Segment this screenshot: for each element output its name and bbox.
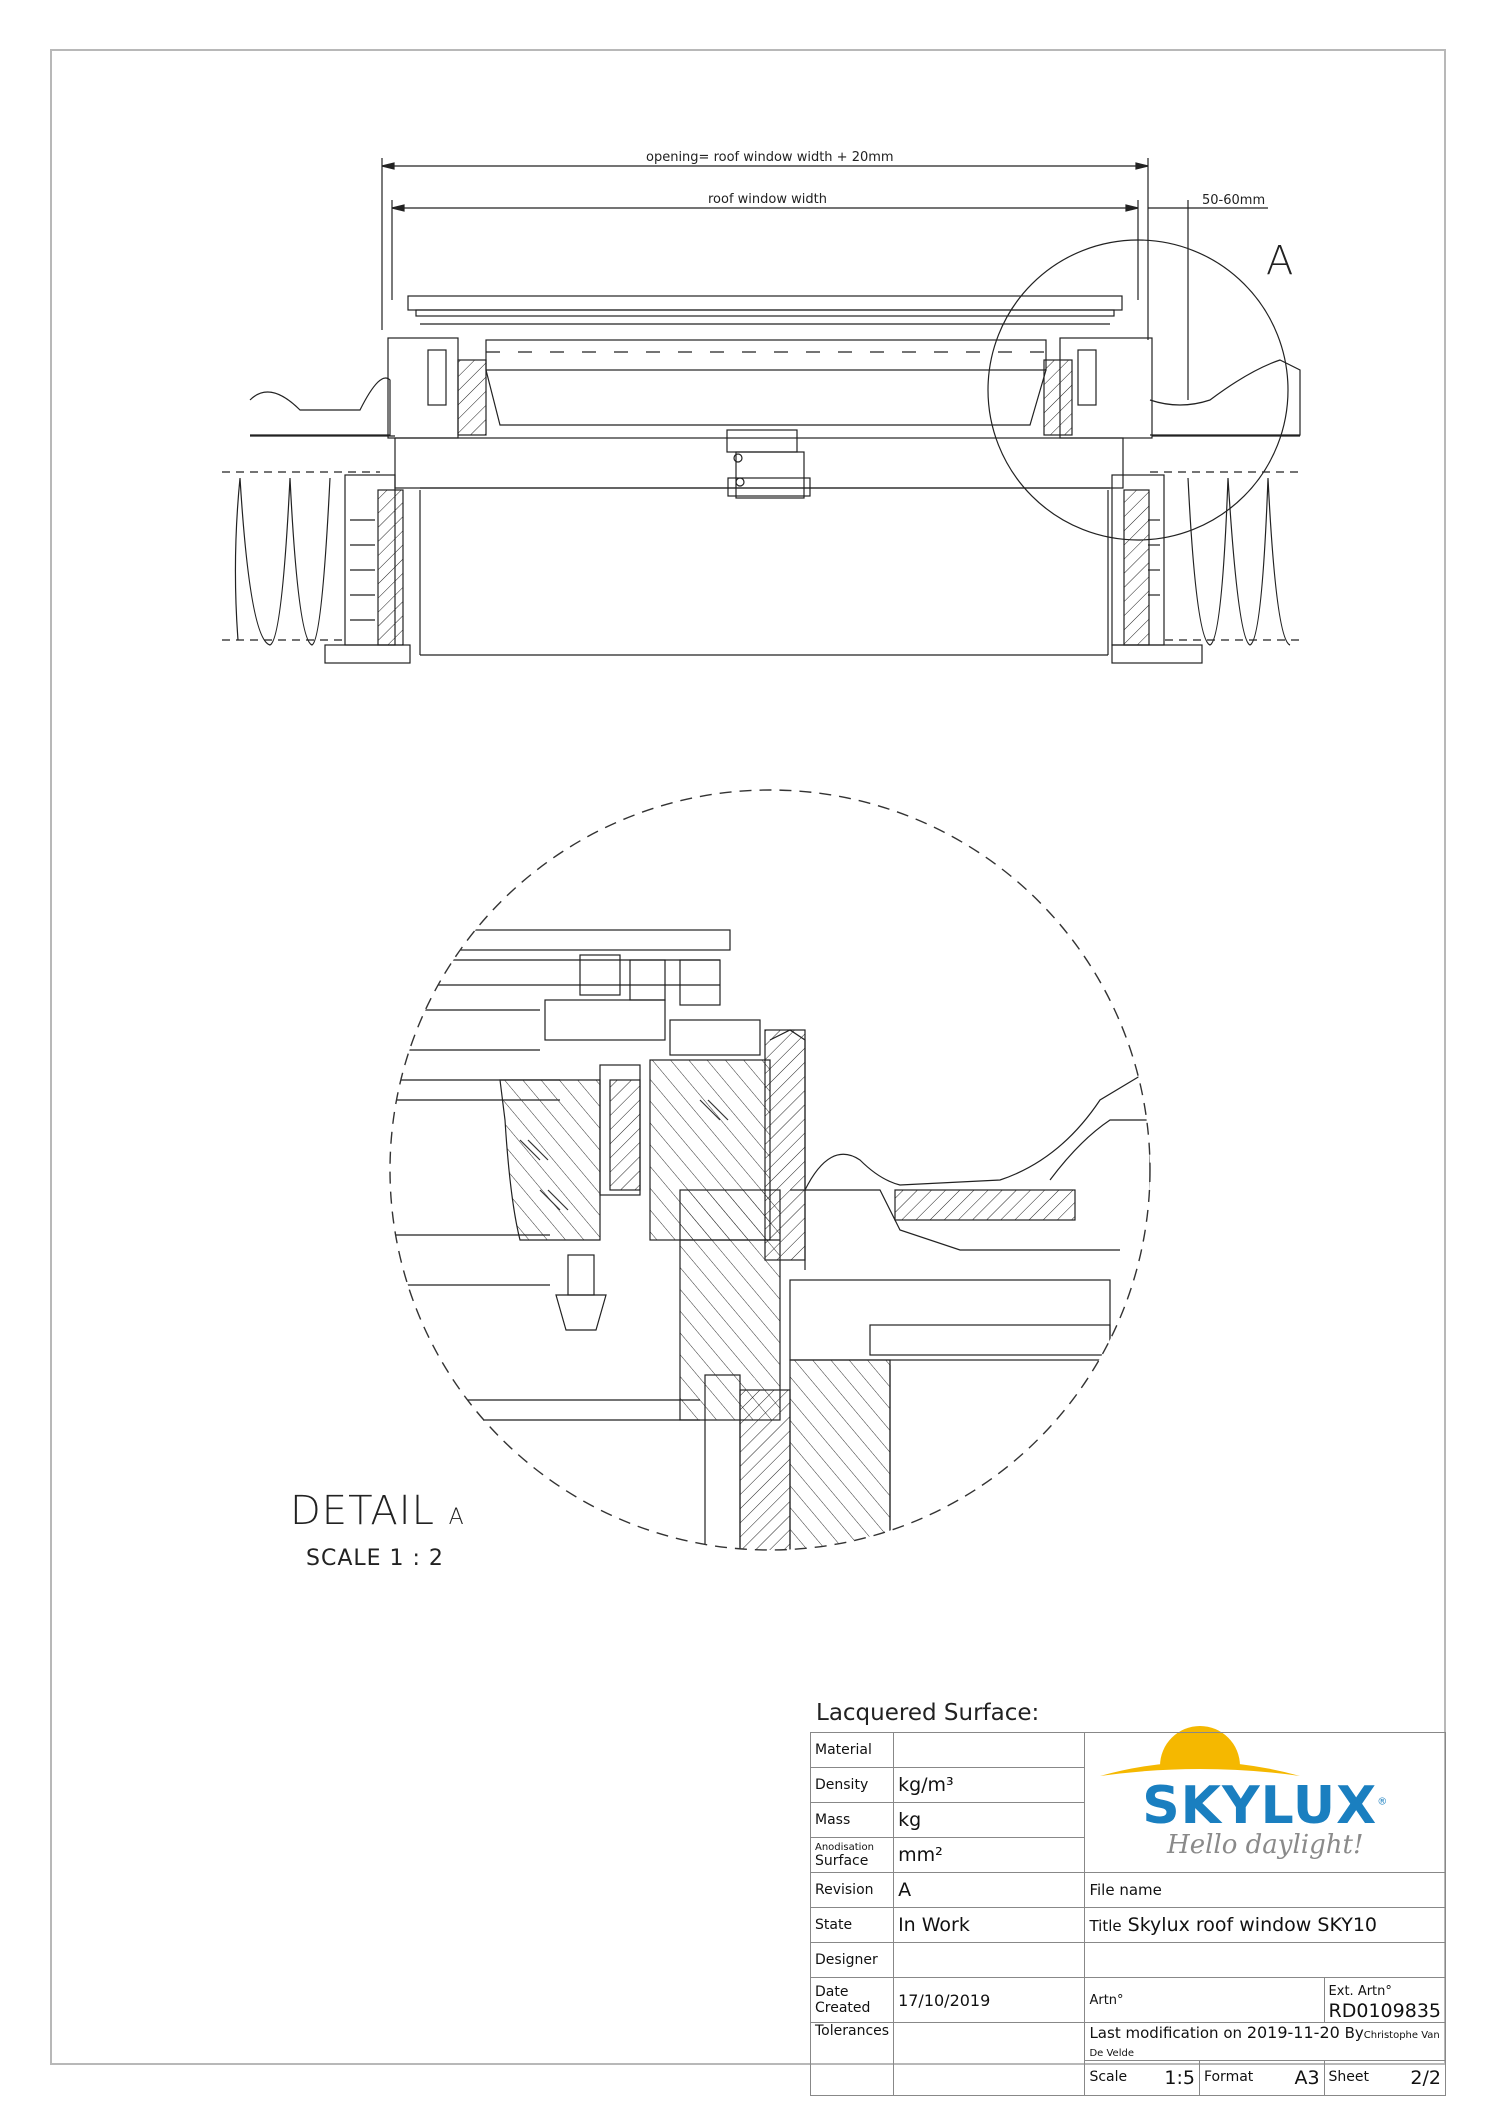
date-created-value: 17/10/2019: [893, 1977, 1086, 2023]
tolerances-value: [893, 2022, 1086, 2096]
detail-a: [390, 929, 1150, 1550]
title-row: Title Skylux roof window SKY10: [1084, 1907, 1446, 1943]
detail-title: DETAIL A: [290, 1488, 465, 1534]
state-label: State: [809, 1907, 895, 1943]
art-label: Artn°: [1084, 1977, 1325, 2023]
designer-value: [893, 1942, 1086, 1978]
format-cell: Format A3: [1198, 2060, 1325, 2096]
dim-gap-label: 50-60mm: [1202, 193, 1266, 208]
blank-row: [1084, 1942, 1446, 1978]
dim-window-width-label: roof window width: [708, 192, 827, 207]
state-value: In Work: [893, 1907, 1086, 1943]
detail-scale: SCALE 1 : 2: [306, 1546, 444, 1571]
drawing-frame: [50, 49, 1446, 2065]
lacquered-surface-label: Lacquered Surface:: [816, 1700, 1040, 1726]
mass-label: Mass: [809, 1802, 895, 1838]
main-section: [222, 295, 1301, 664]
logo-cell: SKYLUX® Hello daylight!: [1084, 1732, 1446, 1873]
last-mod-cell: Last modification on 2019-11-20 ByChrist…: [1084, 2022, 1446, 2061]
density-unit: kg/m³: [893, 1767, 1086, 1803]
sheet-cell: Sheet 2/2: [1323, 2060, 1447, 2096]
scale-cell: Scale 1:5: [1084, 2060, 1200, 2096]
density-label: Density: [809, 1767, 895, 1803]
surface-unit: mm²: [893, 1837, 1086, 1873]
designer-label: Designer: [809, 1942, 895, 1978]
logo-brand: SKYLUX®: [1142, 1775, 1389, 1836]
logo-tagline: Hello daylight!: [1167, 1829, 1364, 1860]
material-value: [893, 1732, 1086, 1768]
material-label: Material: [809, 1732, 895, 1768]
detail-circle-outline: [389, 789, 1151, 1551]
revision-label: Revision: [809, 1872, 895, 1908]
title-block: Material SKYLUX® Hello daylight! Density…: [809, 1732, 1447, 2096]
file-name-label: File name: [1084, 1872, 1446, 1908]
detail-circle-marker: [987, 239, 1289, 541]
dim-opening-label: opening= roof window width + 20mm: [646, 150, 894, 165]
mass-unit: kg: [893, 1802, 1086, 1838]
dimension-lines: [381, 158, 1268, 400]
detail-marker-label: A: [1266, 238, 1294, 284]
revision-value: A: [893, 1872, 1086, 1908]
tolerances-label: Tolerances: [809, 2022, 895, 2096]
ext-art-cell: Ext. Artn° RD0109835: [1323, 1977, 1447, 2023]
